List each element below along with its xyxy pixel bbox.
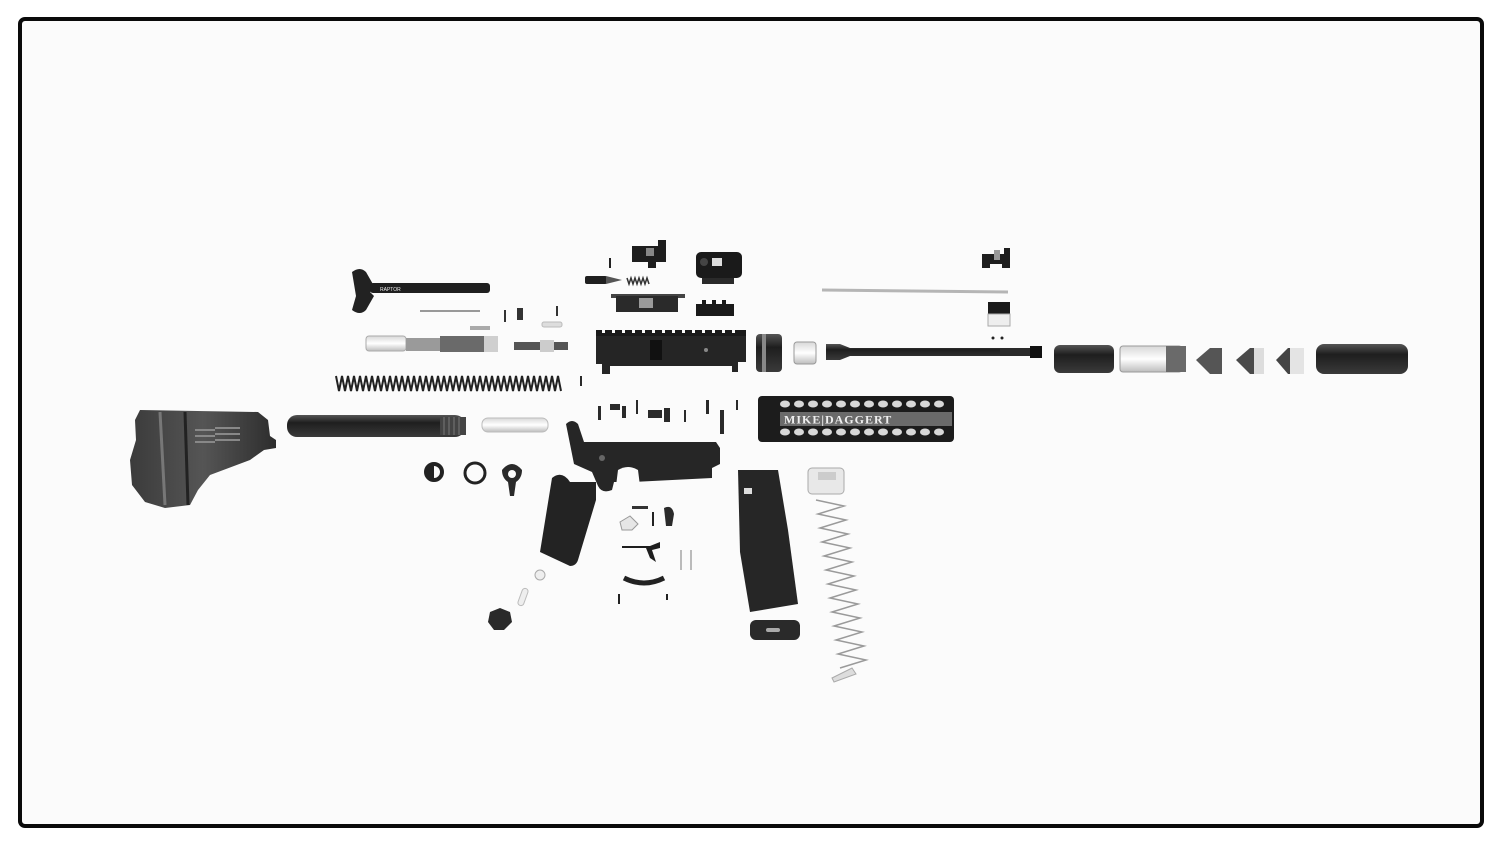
gas-tube: [821, 288, 1009, 294]
ejection-port-door: [611, 294, 685, 312]
lower-receiver: [566, 421, 720, 492]
trigger-group: [488, 506, 692, 630]
magazine: [738, 470, 798, 612]
riser-mount: [696, 300, 734, 316]
sling-swivel: [424, 461, 522, 496]
suppressor-parts: [1054, 344, 1408, 374]
charging-handle-engraving: RAPTOR: [380, 287, 401, 293]
red-dot-sight: [696, 252, 742, 284]
handguard: MIKE|DAGGERT: [758, 396, 954, 442]
barrel-nut: [756, 334, 817, 372]
spring-tip: [831, 667, 857, 683]
buffer-tube: [287, 415, 466, 437]
gas-block: [987, 302, 1011, 340]
magazine-follower: [807, 467, 845, 495]
rear-sight: [632, 240, 666, 268]
forward-assist: [585, 258, 650, 287]
magazine-spring: [815, 499, 869, 669]
small-pins-upper: [470, 306, 563, 330]
buffer: [481, 417, 549, 433]
barrel: [826, 344, 1042, 360]
handguard-engraving: MIKE|DAGGERT: [784, 413, 892, 427]
bolt-carrier-group: [365, 335, 568, 352]
upper-receiver: [596, 330, 746, 374]
pistol-grip: [540, 474, 596, 566]
front-sight: [982, 248, 1010, 268]
small-pins-lower: [580, 376, 738, 434]
magazine-floorplate: [750, 620, 800, 640]
buffer-spring: [335, 375, 562, 392]
charging-handle: RAPTOR: [352, 269, 490, 313]
pistol-brace: [130, 410, 276, 508]
